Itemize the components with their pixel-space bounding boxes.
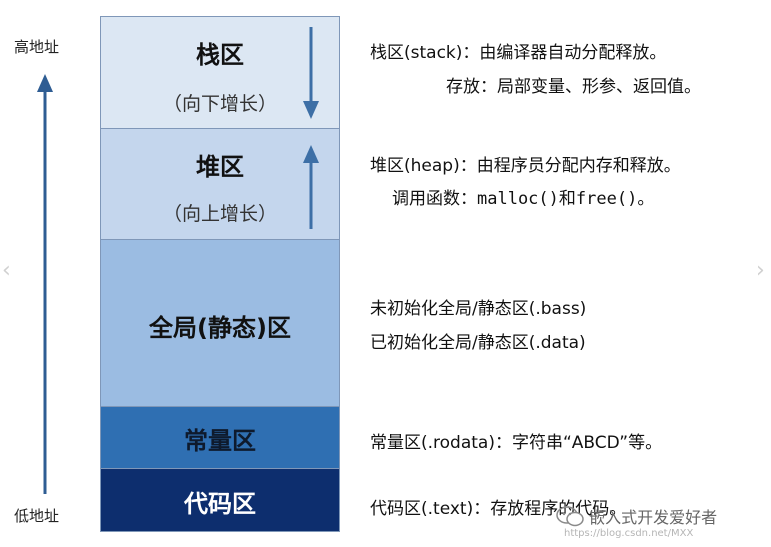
- code-description: 代码区(.text)：存放程序的代码。: [370, 499, 627, 519]
- down-arrow-icon: [303, 27, 319, 119]
- watermark-brand: 嵌入式开发爱好者: [589, 508, 718, 527]
- low-address-label: 低地址: [14, 507, 60, 525]
- constant-segment-title: 常量区: [184, 427, 256, 455]
- heap-segment-subtitle: （向上增长）: [162, 203, 277, 225]
- constant-segment: 常量区: [100, 406, 340, 468]
- global-static-segment: 全局(静态)区: [100, 239, 340, 406]
- next-chevron-icon: ›: [756, 258, 765, 283]
- global-static-segment-title: 全局(静态)区: [149, 314, 291, 342]
- wechat-icon: [556, 506, 584, 527]
- stack-description-line1: 栈区(stack)：由编译器自动分配释放。: [370, 43, 667, 63]
- heap-description-end: 。: [637, 189, 655, 209]
- heap-segment: 堆区 （向上增长）: [100, 128, 340, 239]
- code-segment-title: 代码区: [184, 490, 256, 518]
- constant-description: 常量区(.rodata)：字符串“ABCD”等。: [370, 433, 663, 453]
- heap-description-and: 和: [558, 189, 576, 209]
- heap-description-line2: 调用函数：malloc()和free()。: [392, 184, 654, 209]
- watermark: 嵌入式开发爱好者: [556, 504, 717, 528]
- address-axis-arrow-icon: [37, 74, 53, 494]
- heap-segment-title: 堆区: [196, 153, 244, 181]
- high-address-label: 高地址: [14, 38, 60, 56]
- free-function: free(): [575, 189, 638, 209]
- code-segment: 代码区: [100, 468, 340, 532]
- malloc-function: malloc(): [477, 189, 559, 209]
- stack-segment-subtitle: （向下增长）: [162, 93, 277, 115]
- initialized-global-description: 已初始化全局/静态区(.data): [370, 333, 586, 353]
- uninitialized-global-description: 未初始化全局/静态区(.bass): [370, 299, 587, 319]
- prev-chevron-icon: ‹: [2, 258, 11, 283]
- up-arrow-icon: [303, 145, 319, 229]
- watermark-url: https://blog.csdn.net/MXX: [564, 528, 694, 539]
- heap-description-line1: 堆区(heap)：由程序员分配内存和释放。: [370, 156, 681, 176]
- stack-segment-title: 栈区: [196, 41, 244, 69]
- stack-description-line2: 存放：局部变量、形参、返回值。: [446, 77, 701, 97]
- stack-segment: 栈区 （向下增长）: [100, 16, 340, 128]
- heap-description-prefix: 调用函数：: [392, 189, 477, 209]
